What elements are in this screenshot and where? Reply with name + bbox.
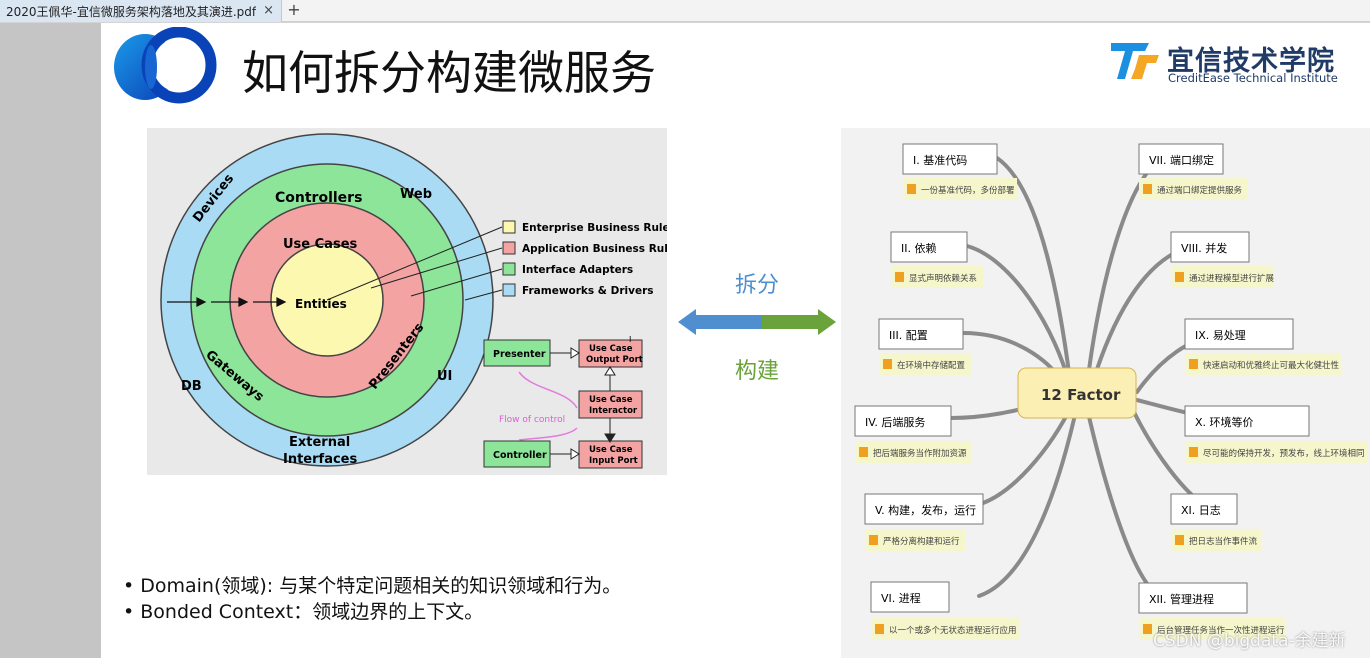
factor-title: VI. 进程 (881, 592, 921, 605)
presenter-label: Presenter (493, 349, 546, 360)
factor-desc: 把后端服务当作附加资源 (873, 448, 967, 459)
twelve-factor-mindmap-image: 12 Factor I. 基准代码 一份基准代码，多份部署 II. 依赖 显式声… (841, 128, 1370, 658)
clean-architecture-diagram: Devices Web DB UI External Interfaces Co… (160, 133, 681, 469)
label-controllers: Controllers (275, 190, 362, 206)
twelve-factor-mindmap: 12 Factor I. 基准代码 一份基准代码，多份部署 II. 依赖 显式声… (854, 143, 1367, 640)
legend-swatch (502, 283, 516, 297)
factor-node-10: X. 环境等价 尽可能的保持开发，预发布，线上环境相同 (1184, 405, 1367, 463)
build-label: 构建 (735, 359, 780, 384)
output-port-label-2: Output Port (586, 355, 643, 365)
label-use-cases: Use Cases (283, 237, 358, 252)
factor-desc: 严格分离构建和运行 (883, 536, 960, 547)
bullet-bounded-context: • Bonded Context：领域边界的上下文。 (123, 601, 484, 623)
creditease-logo-icon (1111, 43, 1159, 79)
legend-label: Interface Adapters (522, 264, 633, 276)
legend: Enterprise Business Rules Application Bu… (502, 220, 681, 297)
label-interfaces: Interfaces (283, 452, 357, 467)
double-arrow-icon (678, 309, 836, 335)
flow-of-control-label: Flow of control (499, 415, 565, 425)
factor-node-11: XI. 日志 把日志当作事件流 (1170, 493, 1261, 551)
output-port-label-1: Use Case (589, 344, 633, 354)
legend-swatch (502, 241, 516, 255)
factor-title: I. 基准代码 (913, 154, 967, 167)
factor-desc: 快速启动和优雅终止可最大化健壮性 (1203, 360, 1340, 371)
flow-curve (518, 427, 578, 441)
interactor-label-1: Use Case (589, 395, 633, 405)
label-db: DB (181, 379, 202, 394)
factor-title: III. 配置 (889, 329, 928, 342)
output-port-box (578, 339, 643, 368)
logo-ring-icon (114, 27, 217, 104)
factor-node-3: III. 配置 在环境中存储配置 (878, 318, 971, 375)
factor-node-8: VIII. 并发 通过进程模型进行扩展 (1170, 231, 1275, 288)
factor-desc: 通过端口绑定提供服务 (1157, 185, 1243, 196)
brand-name-en: CreditEase Technical Institute (1168, 71, 1338, 85)
factor-title: XI. 日志 (1181, 504, 1221, 517)
factor-node-4: IV. 后端服务 把后端服务当作附加资源 (854, 405, 971, 463)
factor-desc: 通过进程模型进行扩展 (1189, 273, 1275, 284)
dependency-arrows (167, 297, 287, 307)
document-margin (0, 23, 101, 658)
factor-desc: 后台管理任务当作一次性进程运行 (1157, 625, 1285, 636)
bullet-domain: • Domain(领域): 与某个特定问题相关的知识领域和行为。 (123, 575, 622, 597)
label-ui: UI (437, 369, 452, 384)
port-marker: I (629, 335, 631, 344)
pdf-page: 如何拆分构建微服务 宜信技术学院 CreditEase Technical In… (101, 23, 1370, 658)
factor-node-1: I. 基准代码 一份基准代码，多份部署 (902, 143, 1017, 200)
factor-title: IX. 易处理 (1195, 329, 1246, 342)
csdn-watermark: CSDN @bigdata-余建新 (1153, 631, 1346, 651)
presenter-box (483, 339, 551, 367)
factor-desc: 一份基准代码，多份部署 (921, 185, 1015, 196)
clean-architecture-image: Devices Web DB UI External Interfaces Co… (147, 128, 681, 475)
label-web: Web (400, 187, 432, 202)
note-icons (859, 184, 1198, 634)
interactor-label-2: Interactor (589, 406, 638, 416)
label-entities: Entities (295, 297, 347, 311)
close-icon[interactable]: × (263, 3, 274, 18)
factor-title: XII. 管理进程 (1149, 592, 1214, 606)
factor-node-6: VI. 进程 以一个或多个无状态进程运行应用 (870, 581, 1019, 640)
factor-node-9: IX. 易处理 快速启动和优雅终止可最大化健壮性 (1184, 318, 1341, 375)
tab-pdf-document[interactable]: 2020王佩华-宜信微服务架构落地及其演进.pdf × (0, 0, 282, 22)
interactor-box (578, 390, 643, 419)
center-node (1017, 367, 1137, 419)
flow-of-control-diagram: Presenter Controller Use Case Output Por… (483, 335, 643, 469)
legend-label: Enterprise Business Rules (522, 222, 667, 234)
input-port-label-2: Input Port (589, 456, 638, 466)
bullet-list: • Domain(领域): 与某个特定问题相关的知识领域和行为。 • Bonde… (123, 573, 621, 625)
factor-desc: 尽可能的保持开发，预发布，线上环境相同 (1203, 448, 1365, 459)
split-label: 拆分 (735, 273, 780, 298)
factor-title: X. 环境等价 (1195, 415, 1254, 429)
controller-label: Controller (493, 450, 547, 461)
factor-desc: 显式声明依赖关系 (909, 273, 977, 284)
slide-title: 如何拆分构建微服务 (242, 46, 656, 100)
factor-desc: 以一个或多个无状态进程运行应用 (889, 625, 1017, 636)
legend-leader-lines (326, 226, 503, 301)
factor-node-12: XII. 管理进程 后台管理任务当作一次性进程运行 (1138, 582, 1285, 640)
tab-title: 2020王佩华-宜信微服务架构落地及其演进.pdf (6, 4, 257, 19)
factor-title: VIII. 并发 (1181, 241, 1227, 255)
factor-node-2: II. 依赖 显式声明依赖关系 (890, 231, 983, 288)
flow-curve (518, 371, 578, 409)
controller-box (483, 440, 551, 468)
legend-label: Application Business Rules (522, 243, 667, 255)
factor-title: II. 依赖 (901, 242, 936, 255)
factor-desc: 在环境中存储配置 (897, 360, 966, 371)
factor-desc: 把日志当作事件流 (1189, 536, 1258, 547)
legend-label: Frameworks & Drivers (522, 285, 654, 297)
factor-title: IV. 后端服务 (865, 416, 925, 429)
factor-title: V. 构建，发布，运行 (875, 503, 976, 517)
factor-node-5: V. 构建，发布，运行 严格分离构建和运行 (864, 493, 984, 551)
legend-swatch (502, 220, 516, 234)
factor-title: VII. 端口绑定 (1149, 153, 1214, 167)
center-node-label: 12 Factor (1041, 386, 1121, 404)
brand-name-cn: 宜信技术学院 (1167, 46, 1335, 77)
tab-bar: 2020王佩华-宜信微服务架构落地及其演进.pdf × + (0, 0, 1370, 22)
factor-node-7: VII. 端口绑定 通过端口绑定提供服务 (1138, 143, 1247, 200)
label-external: External (289, 435, 350, 450)
new-tab-button[interactable]: + (287, 0, 301, 19)
input-port-label-1: Use Case (589, 445, 633, 455)
legend-swatch (502, 262, 516, 276)
